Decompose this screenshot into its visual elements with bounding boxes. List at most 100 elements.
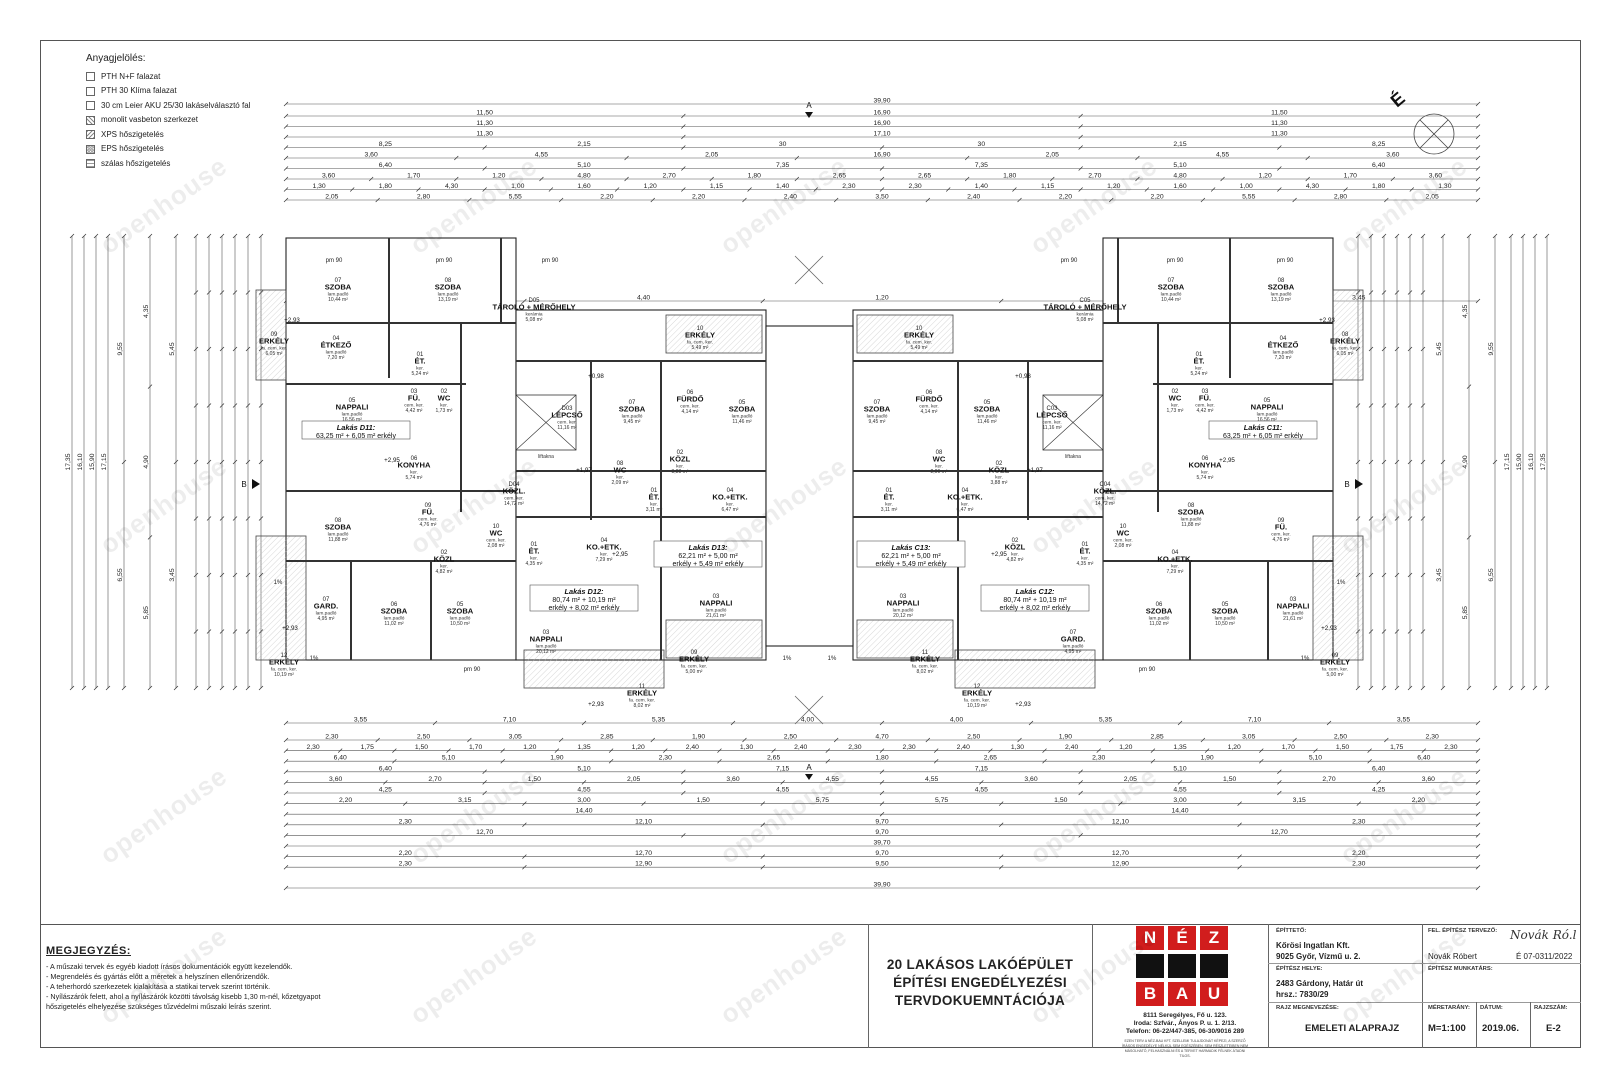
- room-floor: ker.: [1011, 552, 1019, 558]
- dimension-tick: [1520, 233, 1526, 239]
- room-name: WC: [490, 529, 503, 538]
- room-number: 08: [1342, 332, 1349, 338]
- room-name: NAPPALI: [887, 599, 920, 608]
- logo-letter: [1168, 954, 1196, 978]
- lift-label: liftakna: [1065, 454, 1081, 460]
- dimension-tick: [581, 720, 587, 726]
- dimension-tick: [283, 166, 289, 171]
- dimension-label: 1,50: [697, 797, 710, 804]
- dimension-tick: [258, 516, 264, 521]
- dimension-tick: [1544, 233, 1550, 239]
- room-number: 07: [629, 400, 636, 406]
- room-number: 10: [697, 326, 704, 332]
- room-floor: ker.: [410, 470, 418, 476]
- dimension-tick: [1407, 629, 1413, 634]
- room-floor: lam.padló: [1273, 350, 1294, 356]
- dimension-label: 9,50: [875, 861, 888, 868]
- dimension-tick: [1475, 780, 1481, 785]
- dimension-tick: [760, 854, 766, 859]
- room-area: 11,02 m²: [384, 621, 404, 627]
- dimension-label: 39,90: [873, 98, 890, 105]
- room-number: 01: [417, 352, 424, 358]
- legend-item: monolit vasbeton szerkezet: [86, 113, 250, 128]
- dimension-tick: [1440, 685, 1446, 691]
- dimension-tick: [1381, 629, 1387, 634]
- dimension-label: 1,30: [1438, 183, 1451, 190]
- room-area: 4,14 m²: [921, 409, 938, 415]
- north-arrow-icon: [1413, 113, 1455, 155]
- dimension-tick: [1150, 748, 1156, 753]
- room-name: ERKÉLY: [1330, 337, 1360, 346]
- dimension-tick: [283, 854, 289, 859]
- room-floor: lam.padló: [328, 292, 349, 298]
- dimension-label: 3,45: [169, 568, 176, 581]
- dimension-tick: [879, 720, 885, 726]
- architect-name: Novák Róbert: [1428, 952, 1477, 961]
- dimension-tick: [258, 403, 264, 408]
- apartment-label-box: [301, 420, 411, 440]
- dimension-tick: [933, 758, 939, 764]
- left-dim-total: 17,35: [65, 233, 75, 691]
- room-floor: lam.padló: [536, 644, 557, 650]
- legend-item: szálas hőszigetelés: [86, 157, 250, 172]
- dimension-tick: [1394, 572, 1400, 578]
- right-dim-chain: 9,556,55: [1488, 233, 1498, 691]
- dimension-tick: [1394, 459, 1400, 465]
- central-gap: [765, 325, 854, 647]
- dimension-tick: [747, 187, 752, 192]
- dimension-tick: [147, 535, 153, 540]
- room-floor: lam.padló: [732, 414, 753, 420]
- room-floor: cem. ker.: [504, 496, 523, 502]
- dimension-label: 4,80: [1173, 173, 1186, 180]
- partition-wall: [853, 360, 1103, 362]
- left-dim-chain: [219, 233, 225, 691]
- dimension-tick: [206, 346, 212, 352]
- dimension-tick: [69, 685, 75, 691]
- dimension-tick: [416, 187, 421, 192]
- site-label: ÉPÍTÉSZ HELYE:: [1276, 966, 1323, 972]
- room-floor: ker.: [1195, 366, 1203, 372]
- dimension-tick: [1381, 403, 1387, 408]
- dimension-label: 4,55: [535, 152, 548, 159]
- dimension-tick: [1394, 516, 1400, 521]
- dimension-label: 2,30: [1352, 861, 1365, 868]
- apartment-area: 63,25 m² + 6,05 m² erkély: [316, 433, 396, 440]
- partition-wall: [1153, 383, 1333, 385]
- dimension-tick: [760, 864, 766, 870]
- dimension-tick: [1475, 298, 1481, 304]
- lift-shaft-cross: [1042, 394, 1104, 451]
- room-number: 08: [1278, 278, 1285, 284]
- room-floor: lam.padló: [706, 608, 727, 614]
- dimension-label: 4,80: [577, 173, 590, 180]
- logo-letter: B: [1136, 982, 1164, 1006]
- dimension-label: 2,20: [600, 194, 613, 201]
- room-name: SZOBA: [381, 607, 408, 616]
- room-name: KO.+ETK.: [947, 493, 982, 502]
- dimension-tick: [1475, 145, 1481, 150]
- bottom-dim-total: 39,90: [283, 882, 1481, 891]
- dimension-label: 39,70: [873, 840, 890, 847]
- room-area: 6,05 m²: [1337, 351, 1354, 357]
- dimension-label: 2,15: [577, 141, 590, 148]
- room-number: 05: [457, 602, 464, 608]
- logo-letter: [1200, 954, 1228, 978]
- room-area: 5,24 m²: [1191, 371, 1208, 377]
- room-floor: ker.: [616, 475, 624, 481]
- door-height-label: pm 90: [1277, 258, 1294, 264]
- dimension-tick: [1381, 233, 1387, 239]
- room-number: 05: [349, 398, 356, 404]
- dimension-label: 14,40: [575, 808, 592, 815]
- room-floor: fa. cem. ker.: [271, 667, 297, 673]
- room-area: 11,88 m²: [1181, 522, 1201, 528]
- divider: [1268, 963, 1422, 964]
- partition-wall: [1229, 238, 1231, 378]
- dimension-tick: [1368, 346, 1374, 352]
- room-floor: kerámia: [1076, 312, 1093, 318]
- divider: [1476, 1002, 1477, 1048]
- room-name: ERKÉLY: [685, 331, 715, 340]
